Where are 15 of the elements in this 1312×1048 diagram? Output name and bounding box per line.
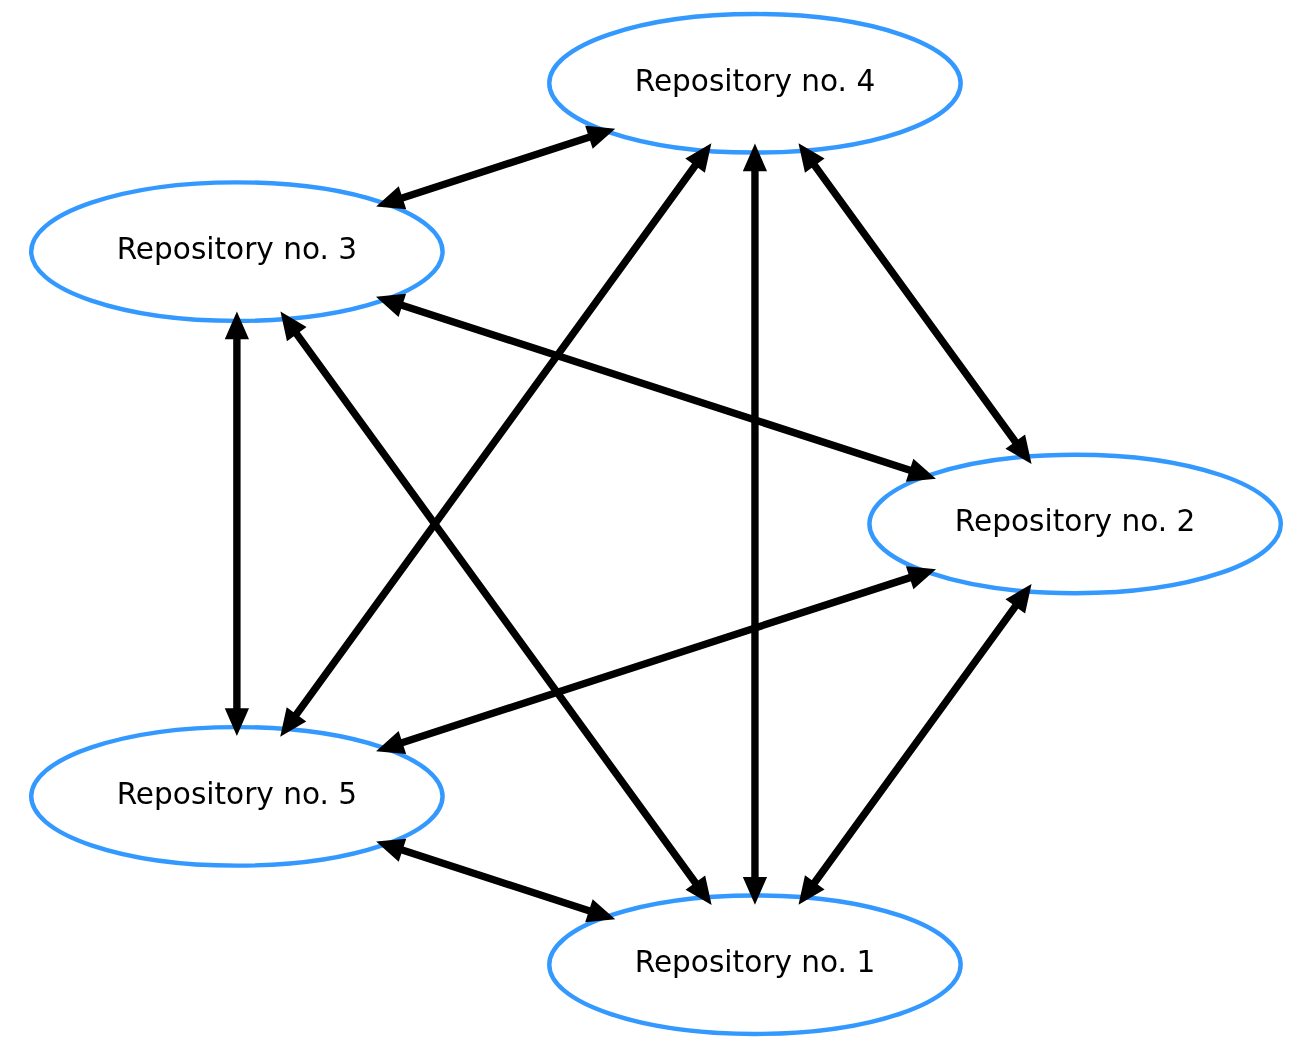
arrow — [280, 143, 712, 737]
node-ellipse: Repository no. 5 — [29, 724, 445, 868]
arrow — [798, 583, 1032, 905]
arrow — [376, 293, 936, 482]
arrow — [376, 566, 937, 755]
node-ellipse: Repository no. 3 — [29, 180, 445, 324]
arrow — [376, 125, 616, 210]
arrow — [376, 838, 616, 923]
node-ellipse: Repository no. 4 — [547, 11, 963, 155]
arrow — [280, 311, 712, 906]
arrow — [798, 143, 1032, 465]
node-ellipse: Repository no. 1 — [547, 893, 963, 1037]
arrow — [224, 311, 249, 737]
arrow — [742, 143, 768, 905]
node-ellipse: Repository no. 2 — [867, 452, 1283, 596]
